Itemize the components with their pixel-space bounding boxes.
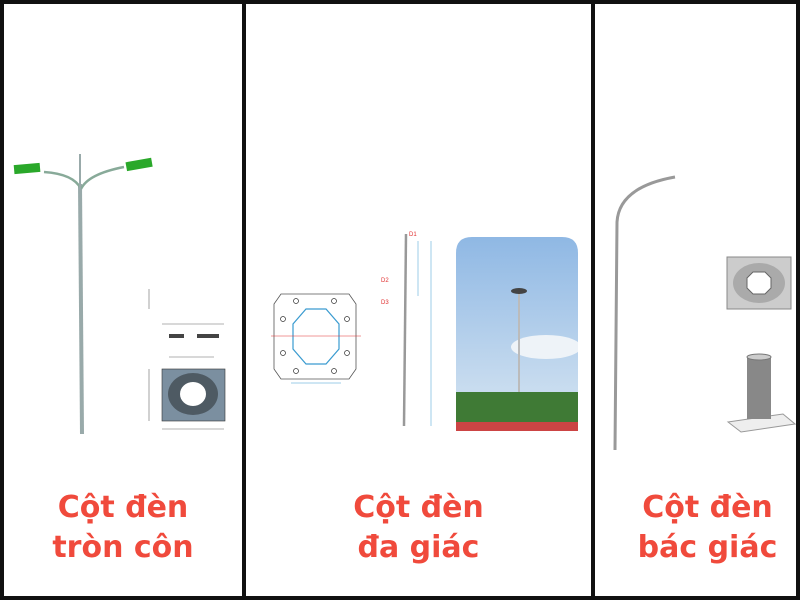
caption-line-1: Cột đèn — [57, 490, 189, 525]
divider — [242, 4, 246, 596]
panel-round-tapered-pole: Cột đèn tròn côn — [4, 4, 242, 596]
octagonal-base-sleeve — [726, 353, 796, 433]
label-d2: D2 — [381, 278, 389, 284]
caption-line-2: bác giác — [637, 530, 778, 565]
high-mast-photo — [456, 237, 578, 431]
caption-line-1: Cột đèn — [353, 490, 484, 525]
caption-line-1: Cột đèn — [642, 490, 773, 525]
caption-line-2: tròn côn — [52, 530, 194, 565]
panel-octagonal-pole: Cột đèn bác giác — [595, 4, 796, 596]
caption-line-2: đa giác — [357, 530, 480, 565]
lamp-head-right — [125, 157, 153, 172]
flange-drawing — [271, 293, 361, 384]
label-d3: D3 — [381, 300, 389, 306]
pole-elevation-drawing: D1 D2 D3 — [381, 232, 432, 427]
base-plate-drawing — [148, 289, 226, 430]
panel-polygonal-pole: D1 D2 D3 Cột đèn đa giác — [246, 4, 591, 596]
lamp-head-left — [13, 162, 41, 175]
octagonal-pole-illustration — [613, 175, 676, 451]
round-pole-illustration — [13, 154, 153, 435]
label-d1: D1 — [409, 232, 417, 238]
octagonal-base-plate — [726, 256, 792, 310]
divider — [591, 4, 595, 596]
